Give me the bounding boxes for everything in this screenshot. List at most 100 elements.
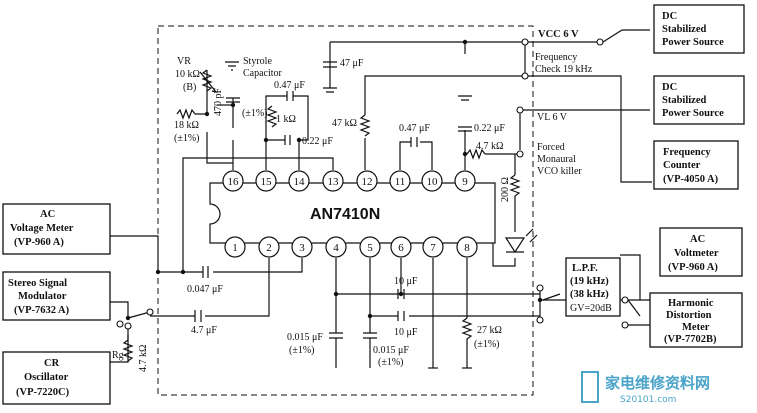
pin-10: 10 [427,176,439,188]
svg-text:47 kΩ: 47 kΩ [332,118,357,129]
svg-text:Stabilized: Stabilized [662,95,706,106]
svg-text:0.015 μF: 0.015 μF [373,345,409,356]
svg-text:Stabilized: Stabilized [662,24,706,35]
pin-1: 1 [232,242,238,254]
pin-4: 4 [333,242,339,254]
svg-text:Check 19 kHz: Check 19 kHz [535,64,593,75]
box-frequency-counter: Frequency Counter (VP-4050 A) [653,140,739,190]
chip-name: AN7410N [310,206,380,223]
watermark-text: 家电维修资料网 [605,374,710,392]
resistors [122,69,521,362]
pin-6: 6 [398,242,404,254]
svg-text:(VP-7702B): (VP-7702B) [664,334,717,345]
pin-5: 5 [367,242,373,254]
svg-text:10 μF: 10 μF [394,327,418,338]
ground-symbols [225,61,472,369]
box-dc-power-1: DC Stabilized Power Source [653,4,745,54]
box-stereo-signal-modulator: Stereo Signal Modulator (VP-7632 A) [2,271,111,321]
svg-text:(B): (B) [183,82,196,93]
svg-text:VR: VR [177,56,191,67]
svg-text:0.047 μF: 0.047 μF [187,284,223,295]
svg-text:0.22 μF: 0.22 μF [474,123,505,134]
capacitors [194,61,472,339]
box-cr-oscillator: CR Oscillator (VP-7220C) [2,351,111,405]
svg-text:Styrole: Styrole [243,56,272,67]
box-ac-voltmeter-right: AC Voltmeter (VP-960 A) [659,227,743,277]
svg-text:CR: CR [44,358,60,369]
svg-text:Capacitor: Capacitor [243,68,283,79]
pin-12: 12 [362,176,373,188]
pin-2: 2 [266,242,272,254]
svg-text:47 μF: 47 μF [340,58,364,69]
svg-text:(±1%): (±1%) [474,339,499,350]
svg-text:0.22 μF: 0.22 μF [302,136,333,147]
svg-text:(VP-7632 A): (VP-7632 A) [14,305,70,316]
svg-text:18 kΩ: 18 kΩ [174,120,199,131]
svg-text:Distortion: Distortion [666,310,712,321]
svg-text:10 kΩ: 10 kΩ [175,69,200,80]
svg-text:Modulator: Modulator [18,291,67,302]
pin-3: 3 [299,242,305,254]
svg-text:Frequency: Frequency [663,147,711,158]
svg-text:(VP-7220C): (VP-7220C) [16,387,70,398]
svg-text:200 Ω: 200 Ω [500,177,511,202]
svg-text:Counter: Counter [663,160,701,171]
svg-text:Power Source: Power Source [662,37,724,48]
svg-text:Rg: Rg [112,350,124,361]
svg-text:4.7 μF: 4.7 μF [191,325,217,336]
svg-text:AC: AC [40,209,55,220]
vcc-label: VCC 6 V [538,29,579,40]
svg-text:(±1%): (±1%) [289,345,314,356]
pins-top: 16 15 14 13 12 11 10 9 [222,170,476,192]
svg-text:Voltmeter: Voltmeter [674,248,719,259]
pin-8: 8 [464,242,470,254]
svg-text:(±1%): (±1%) [242,108,267,119]
svg-text:27 kΩ: 27 kΩ [477,325,502,336]
svg-text:VCO killer: VCO killer [537,166,582,177]
svg-text:(VP-960 A): (VP-960 A) [668,262,718,273]
ic-an7410n: AN7410N 16 15 14 13 12 11 10 9 1 2 3 4 5 [209,170,496,258]
svg-text:(±1%): (±1%) [378,357,403,368]
svg-text:L.P.F.: L.P.F. [572,263,598,274]
svg-text:(VP-960 A): (VP-960 A) [14,237,64,248]
watermark: 家电维修资料网 S20101.com [581,371,710,405]
pin-7: 7 [430,242,436,254]
box-dc-power-2: DC Stabilized Power Source [653,75,745,125]
svg-text:Meter: Meter [682,322,710,333]
svg-text:Oscillator: Oscillator [24,372,69,383]
svg-text:AC: AC [690,234,705,245]
pin-15: 15 [261,176,273,188]
svg-text:Power Source: Power Source [662,108,724,119]
svg-text:(±1%): (±1%) [174,133,199,144]
pin-14: 14 [294,176,306,188]
svg-text:10 μF: 10 μF [394,276,418,287]
svg-text:Frequency: Frequency [535,52,577,63]
box-lpf: L.P.F. (19 kHz) (38 kHz) GV=20dB [565,257,621,317]
box-harmonic-distortion-meter: Harmonic Distortion Meter (VP-7702B) [649,292,743,348]
svg-text:(VP-4050 A): (VP-4050 A) [663,174,719,185]
pin-11: 11 [395,176,406,188]
harm-switch [627,299,641,317]
svg-text:Monaural: Monaural [537,154,576,165]
svg-text:(38 kHz): (38 kHz) [570,289,609,300]
svg-text:(19 kHz): (19 kHz) [570,276,609,287]
svg-text:Voltage Meter: Voltage Meter [10,223,74,234]
svg-text:DC: DC [662,82,677,93]
svg-text:4.7 kΩ: 4.7 kΩ [476,141,503,152]
switch-contacts [116,38,629,330]
svg-text:GV=20dB: GV=20dB [570,303,612,314]
svg-text:4.7 kΩ: 4.7 kΩ [138,345,149,372]
svg-text:0.47 μF: 0.47 μF [274,80,305,91]
svg-text:0.015 μF: 0.015 μF [287,332,323,343]
svg-text:1 kΩ: 1 kΩ [276,114,296,125]
pin-16: 16 [228,176,240,188]
pin-9: 9 [462,176,468,188]
vl-label: VL 6 V [537,112,568,123]
box-ac-voltage-meter-left: AC Voltage Meter (VP-960 A) [2,203,111,255]
pin-13: 13 [328,176,340,188]
svg-text:Harmonic: Harmonic [668,298,714,309]
watermark-url: S20101.com [620,395,676,405]
out-switch [542,293,561,301]
svg-text:470 pF: 470 pF [213,88,224,117]
